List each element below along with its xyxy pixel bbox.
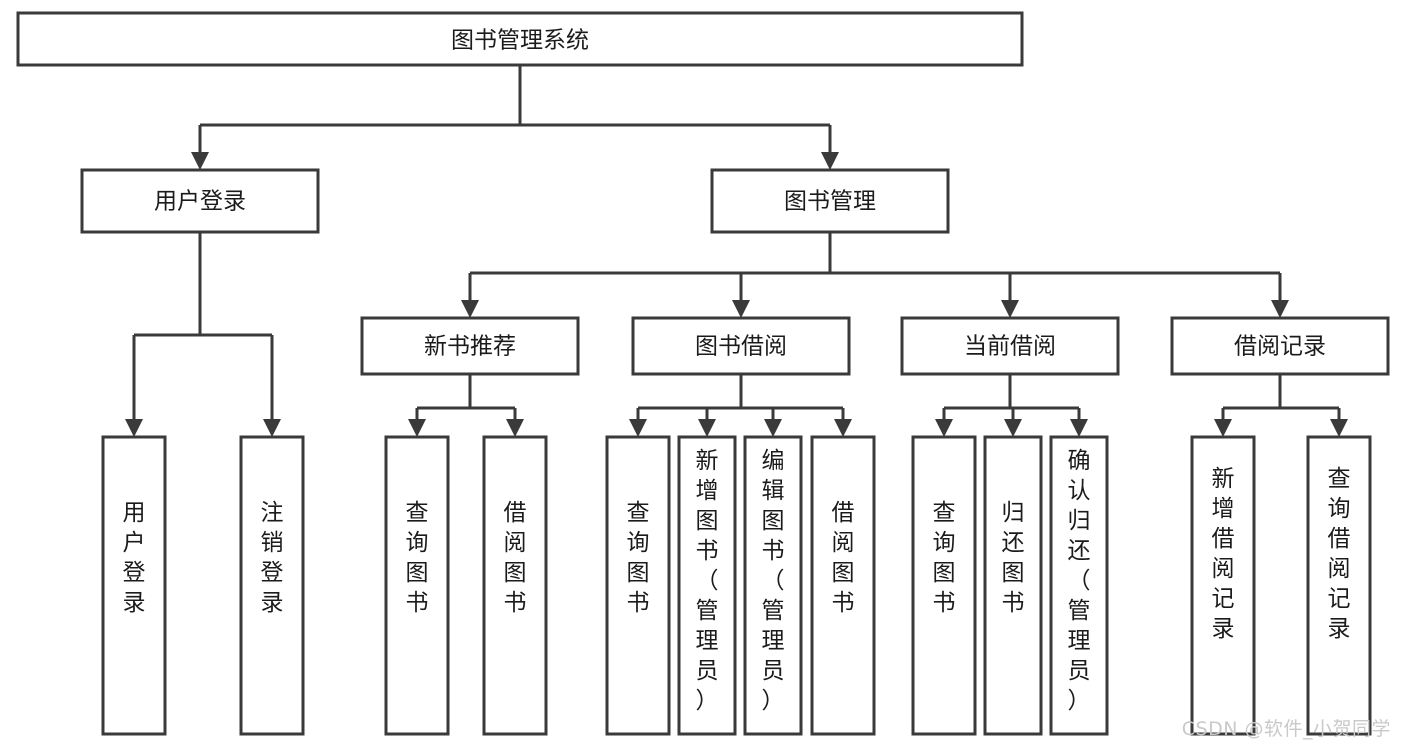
node-leaf-user-login-label: 用户登录 [123,500,146,616]
node-book-manage-box[interactable] [710,168,950,234]
node-leaf-logout-box[interactable] [239,435,305,736]
node-leaf-confirm-return-box[interactable] [1049,435,1109,736]
node-leaf-edit-book-label: 编辑图书（管理员） [762,448,785,714]
arrow-to-leaf-confirm-return [1070,419,1088,437]
arrow-to-leaf-query-book-cur [935,419,953,437]
node-leaf-logout[interactable]: 注销登录 [239,435,305,736]
node-leaf-add-record-box[interactable] [1190,435,1256,736]
node-leaf-query-book-cur-box[interactable] [911,435,977,736]
arrow-to-borrow-record [1271,300,1289,318]
node-leaf-borrow-book-box[interactable] [810,435,876,736]
node-user-login-box[interactable] [80,168,320,234]
node-leaf-borrow-book[interactable]: 借阅图书 [810,435,876,736]
node-new-book-rec[interactable]: 新书推荐 [360,316,580,376]
node-leaf-borrow-book-label: 借阅图书 [832,500,855,616]
node-leaf-query-book-rec-box[interactable] [384,435,450,736]
node-current-borrow[interactable]: 当前借阅 [900,316,1120,376]
arrow-to-leaf-query-record [1330,419,1348,437]
arrow-to-leaf-add-record [1214,419,1232,437]
node-leaf-query-book-rec-label: 查询图书 [406,500,429,616]
arrow-to-new-book-rec [461,300,479,318]
node-leaf-query-book-borrow[interactable]: 查询图书 [605,435,671,736]
node-borrow-record-label: 借阅记录 [1234,334,1326,360]
node-leaf-add-record[interactable]: 新增借阅记录 [1190,435,1256,736]
arrow-to-leaf-query-book-rec [408,419,426,437]
leaf-nodes-layer: 用户登录 注销登录 查询图书 借阅图书 查询图书 新增图书（管理员） 编辑图书（… [101,435,1372,736]
node-current-borrow-label: 当前借阅 [964,334,1056,360]
node-leaf-borrow-book-rec[interactable]: 借阅图书 [482,435,548,736]
node-leaf-edit-book-box[interactable] [743,435,803,736]
node-leaf-return-book-box[interactable] [983,435,1043,736]
node-leaf-user-login-box[interactable] [101,435,167,736]
arrow-to-leaf-borrow-book [834,419,852,437]
arrow-to-user-login [191,152,209,170]
node-user-login-label: 用户登录 [154,189,246,215]
node-root-label: 图书管理系统 [451,28,589,54]
arrow-to-book-borrow [732,300,750,318]
node-borrow-record[interactable]: 借阅记录 [1170,316,1390,376]
arrow-to-leaf-query-book-borrow [629,419,647,437]
arrow-to-leaf-borrow-book-rec [506,419,524,437]
node-leaf-query-book-cur-label: 查询图书 [933,500,956,616]
node-leaf-add-book-label: 新增图书（管理员） [696,448,719,714]
arrow-to-book-manage [821,152,839,170]
node-leaf-query-record-box[interactable] [1306,435,1372,736]
node-book-borrow-label: 图书借阅 [695,334,787,360]
arrow-to-current-borrow [1001,300,1019,318]
arrow-to-leaf-edit-book [764,419,782,437]
arrow-to-leaf-add-book [698,419,716,437]
node-leaf-query-record-label: 查询借阅记录 [1328,466,1351,642]
arrow-to-leaf-user-login [125,419,143,437]
node-leaf-add-book[interactable]: 新增图书（管理员） [677,435,737,736]
node-root[interactable]: 图书管理系统 [16,11,1024,67]
node-book-borrow-box[interactable] [631,316,851,376]
node-new-book-rec-label: 新书推荐 [424,334,516,360]
node-leaf-borrow-book-rec-box[interactable] [482,435,548,736]
node-borrow-record-box[interactable] [1170,316,1390,376]
node-leaf-return-book[interactable]: 归还图书 [983,435,1043,736]
node-book-manage-label: 图书管理 [784,189,876,215]
node-leaf-user-login[interactable]: 用户登录 [101,435,167,736]
node-leaf-confirm-return-label: 确认归还（管理员） [1068,448,1091,714]
node-leaf-logout-label: 注销登录 [261,500,284,616]
node-leaf-add-book-box[interactable] [677,435,737,736]
node-leaf-edit-book[interactable]: 编辑图书（管理员） [743,435,803,736]
node-leaf-query-book-cur[interactable]: 查询图书 [911,435,977,736]
node-leaf-return-book-label: 归还图书 [1002,500,1025,616]
node-leaf-query-book-borrow-label: 查询图书 [627,500,650,616]
node-leaf-add-record-label: 新增借阅记录 [1212,466,1235,642]
node-current-borrow-box[interactable] [900,316,1120,376]
node-book-borrow[interactable]: 图书借阅 [631,316,851,376]
node-leaf-query-book-rec[interactable]: 查询图书 [384,435,450,736]
node-root-box[interactable] [16,11,1024,67]
arrow-to-leaf-logout [263,419,281,437]
node-leaf-confirm-return[interactable]: 确认归还（管理员） [1049,435,1109,736]
node-leaf-borrow-book-rec-label: 借阅图书 [504,500,527,616]
node-new-book-rec-box[interactable] [360,316,580,376]
connector-layer [125,65,1348,437]
node-leaf-query-record[interactable]: 查询借阅记录 [1306,435,1372,736]
arrow-to-leaf-return-book [1004,419,1022,437]
node-user-login[interactable]: 用户登录 [80,168,320,234]
node-leaf-query-book-borrow-box[interactable] [605,435,671,736]
node-book-manage[interactable]: 图书管理 [710,168,950,234]
